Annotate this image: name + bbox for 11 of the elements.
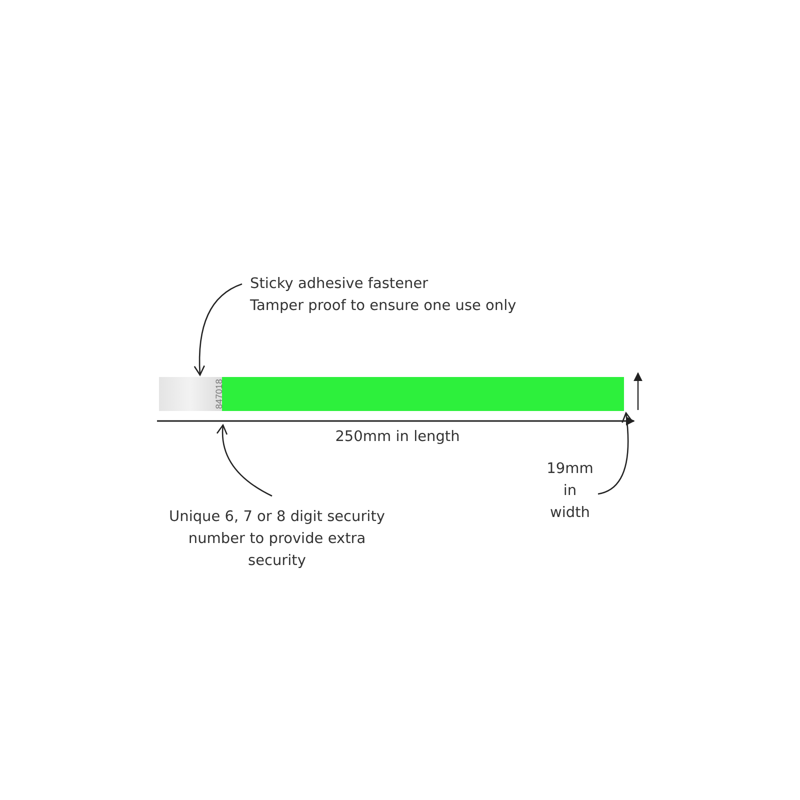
- curved-arrow: [194, 283, 242, 376]
- wristband-band: [222, 377, 624, 411]
- callout-text: Tamper proof to ensure one use only: [250, 297, 518, 316]
- curved-arrow: [216, 424, 272, 497]
- dimension-label: 250mm in length: [334, 428, 461, 447]
- callout-text: Unique 6, 7 or 8 digit security number to provide extra security: [168, 508, 386, 571]
- curved-arrow: [598, 412, 633, 495]
- security-number: 847018: [214, 378, 224, 410]
- callout-text: 19mm in width: [546, 460, 594, 523]
- adhesive-tab: [159, 377, 222, 411]
- callout-text: Sticky adhesive fastener: [250, 275, 430, 294]
